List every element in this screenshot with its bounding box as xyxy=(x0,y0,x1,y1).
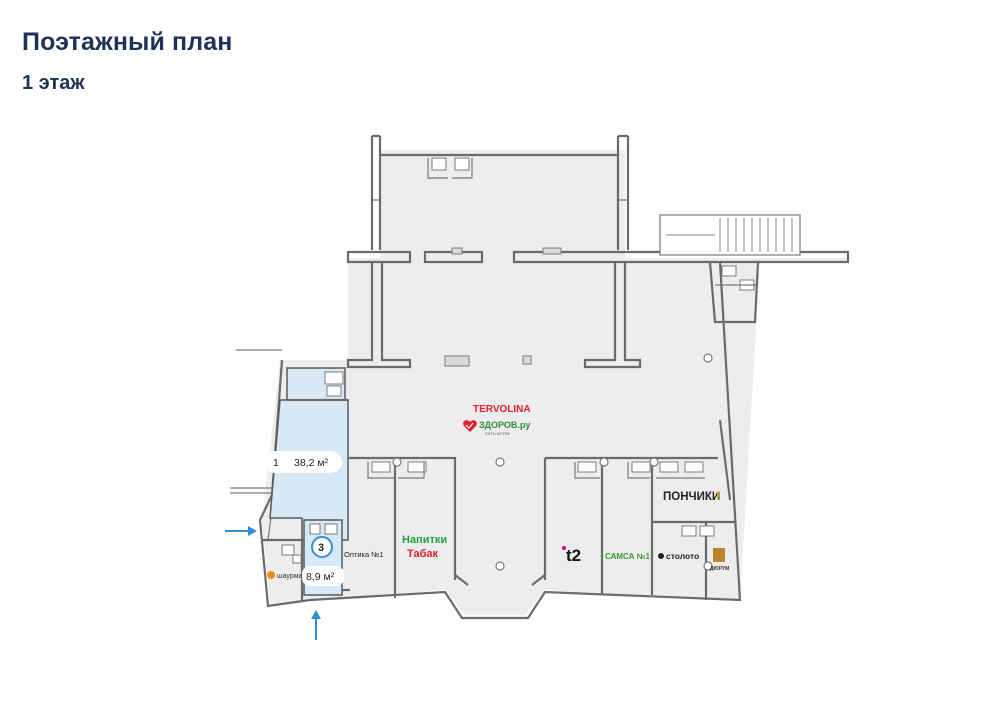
durum-logo: ДЮРУМ xyxy=(710,548,729,572)
tabak-label: Табак xyxy=(407,548,438,560)
t2-dot-icon xyxy=(562,546,566,550)
tervolina-logo: TERVOLINA xyxy=(473,404,531,415)
pillar-left xyxy=(346,262,412,369)
shop-walls-left xyxy=(342,456,457,598)
floor-label: 1 этаж xyxy=(22,72,85,94)
zdorov-subtitle: СЕТЬ АПТЕК xyxy=(485,431,510,436)
upper-fixture-2 xyxy=(454,157,470,171)
room-1-label-pill xyxy=(264,451,342,473)
zdorov-name: ЗДОРОВ.ру xyxy=(479,420,530,430)
room-3-area-pill xyxy=(302,566,344,586)
outer-wall xyxy=(258,261,742,620)
room-3-number: 3 xyxy=(318,542,324,554)
entry-arrow-left xyxy=(225,526,257,536)
shop-walls-right xyxy=(543,456,735,600)
entry-arrow-bottom xyxy=(311,610,321,640)
stair-steps xyxy=(666,218,793,252)
napitki-label: Напитки xyxy=(402,534,447,546)
upper-fixture-1 xyxy=(431,157,447,171)
stoloto-label: столото xyxy=(666,551,699,561)
shaurma-label: шаурма xyxy=(277,573,303,580)
ponchiki-mark: ! xyxy=(716,489,720,503)
zdorov-logo: ЗДОРОВ.ру СЕТЬ АПТЕК xyxy=(463,420,530,436)
shaurma-icon xyxy=(267,571,275,579)
room-3-area: 8,9 м² xyxy=(306,571,335,583)
ponchiki-logo: ПОНЧИКИ ! xyxy=(663,489,720,503)
stoloto-icon xyxy=(658,553,664,559)
shaurma-logo: шаурма xyxy=(267,571,303,580)
durum-label: ДЮРУМ xyxy=(710,566,729,572)
upper-hall xyxy=(380,150,625,260)
samsa-label: САМСА №1 xyxy=(605,552,651,561)
room-1-area: 38,2 м² xyxy=(294,457,329,469)
durum-icon xyxy=(713,548,725,562)
stoloto-logo: столото xyxy=(658,551,699,561)
floor-outline xyxy=(262,258,848,615)
pillar-right xyxy=(583,262,642,369)
upper-hall-walls xyxy=(370,134,630,250)
page-title: Поэтажный план xyxy=(22,28,233,56)
optika-label: Оптика №1 xyxy=(344,550,383,559)
room-1-number: 1 xyxy=(273,457,279,469)
ponchiki-label: ПОНЧИКИ xyxy=(663,491,720,503)
t2-logo: t2 xyxy=(566,546,581,565)
room-3-number-badge xyxy=(311,536,333,558)
